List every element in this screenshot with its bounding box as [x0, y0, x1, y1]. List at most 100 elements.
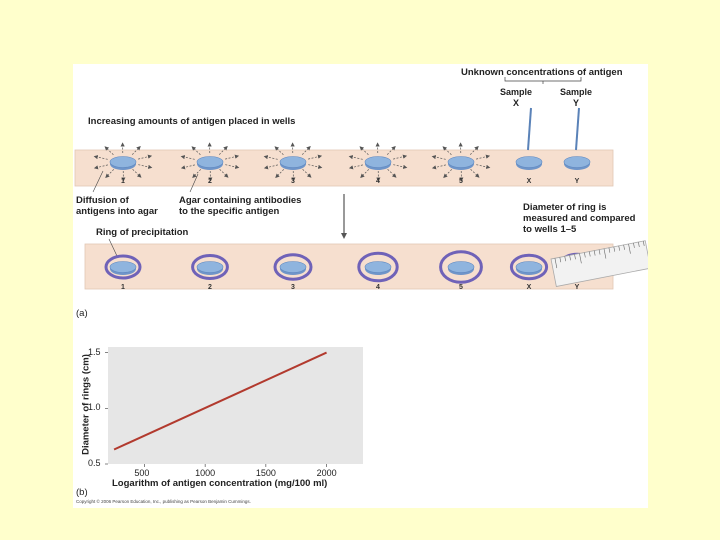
diffusion-arrow	[131, 145, 141, 155]
top-wells	[93, 107, 591, 182]
y-tick-label: 1.5	[88, 346, 101, 357]
copyright: Copyright © 2006 Pearson Education, Inc.…	[76, 499, 251, 504]
diffusion-arrow	[138, 164, 153, 169]
diffusion-arrow	[393, 164, 408, 169]
diffusion-arrow	[132, 168, 142, 178]
diffusion-arrow	[348, 155, 363, 160]
precipitation-ring-4	[357, 251, 399, 283]
diffusion-label: Diffusion of antigens into agar	[76, 195, 158, 217]
diffusion-arrow	[263, 155, 278, 160]
sample-bracket	[504, 77, 582, 84]
x-tick-label: 2000	[316, 468, 337, 478]
increasing-title: Increasing amounts of antigen placed in …	[88, 116, 296, 127]
x-tick-label: 500	[134, 468, 150, 478]
agar-leader	[189, 173, 199, 193]
diffusion-arrow	[360, 169, 370, 179]
well-1-top	[109, 156, 137, 168]
bottom-well-number-4: 4	[376, 284, 380, 291]
bottom-well-number-1: 1	[121, 284, 125, 291]
ruler-tick	[569, 255, 571, 261]
ruler-tick	[598, 249, 601, 255]
bottom-well-number-Y: Y	[574, 284, 580, 291]
panel-b-label: (b)	[76, 487, 88, 498]
ruler-tick	[603, 248, 607, 259]
ring-label: Ring of precipitation	[96, 227, 189, 238]
diagram-canvas	[74, 77, 648, 467]
ruler-tick	[593, 250, 596, 256]
plot-area	[108, 347, 363, 464]
diffusion-arrow	[105, 169, 115, 179]
diffusion-arrow	[180, 164, 195, 170]
pipette-y	[575, 107, 580, 151]
diffusion-arrow	[469, 145, 479, 155]
diffusion-arrow	[275, 169, 285, 179]
top-well-number-1: 1	[121, 178, 125, 185]
figure: Unknown concentrations of antigen Sample…	[73, 64, 648, 508]
diffusion-leader	[92, 170, 104, 193]
well-2-top	[196, 261, 224, 273]
diffusion-arrow	[274, 146, 284, 156]
diffusion-arrow	[225, 164, 240, 169]
ruler-tick	[623, 244, 625, 250]
ruler-tick	[574, 254, 576, 260]
diffusion-arrow	[218, 145, 228, 155]
diffusion-arrow	[225, 154, 240, 160]
y-axis-label: Diameter of rings (cm)	[80, 354, 92, 455]
diffusion-arrow	[180, 155, 195, 160]
pipette-x	[527, 107, 532, 151]
ruler-tick	[579, 253, 582, 264]
ruler-tick	[554, 258, 558, 269]
well-X-top	[515, 261, 543, 273]
ruler-tick	[642, 241, 645, 247]
precipitation-ring-X	[509, 253, 549, 281]
series-line	[113, 351, 327, 451]
bottom-well-number-3: 3	[291, 284, 295, 291]
y-tick-label: 0.5	[88, 458, 101, 468]
ruler-tick	[588, 251, 591, 257]
diffusion-arrow	[431, 155, 446, 160]
bottom-well-number-5: 5	[459, 284, 463, 291]
ruler-tick	[638, 241, 640, 247]
well-3-top	[279, 156, 307, 168]
well-Y-top	[563, 156, 591, 168]
bottom-well-number-2: 2	[208, 284, 212, 291]
top-well-number-5: 5	[459, 178, 463, 185]
diffusion-arrow	[387, 168, 397, 178]
ruler-tick	[618, 245, 620, 251]
precipitation-ring-2	[191, 254, 229, 280]
diameter-label: Diameter of ring is measured and compare…	[523, 202, 636, 235]
well-4-top	[364, 156, 392, 168]
diffusion-arrow	[301, 145, 311, 155]
well-1-top	[109, 261, 137, 273]
diffusion-arrow	[308, 164, 323, 169]
diffusion-arrow	[263, 164, 278, 170]
bottom-well-number-X: X	[526, 284, 532, 291]
sample-x-label: Sample X	[500, 87, 533, 108]
x-tick-label: 1000	[195, 468, 216, 478]
diffusion-arrow	[476, 164, 491, 169]
ruler-tick	[608, 247, 611, 253]
well-3-top	[279, 261, 307, 273]
ruler-tick	[584, 252, 586, 258]
diffusion-arrow	[386, 145, 396, 155]
ruler-tick	[564, 256, 566, 262]
x-tick-label: 1500	[255, 468, 276, 478]
well-4-top	[364, 261, 392, 273]
diffusion-arrow	[476, 154, 491, 160]
precipitation-ring-5	[439, 250, 483, 284]
diffusion-arrow	[348, 164, 363, 170]
panel-a-label: (a)	[76, 308, 88, 319]
top-well-number-Y: Y	[574, 178, 580, 185]
diffusion-arrow	[393, 154, 408, 160]
diffusion-arrow	[104, 146, 114, 156]
diffusion-arrow	[219, 168, 229, 178]
unknown-title: Unknown concentrations of antigen	[461, 67, 623, 78]
diffusion-arrow	[93, 155, 108, 160]
diffusion-arrow	[93, 164, 108, 170]
diffusion-arrow	[431, 164, 446, 170]
top-well-number-4: 4	[376, 178, 380, 185]
diffusion-arrow	[138, 154, 153, 160]
chart-b	[105, 347, 363, 467]
agar-label: Agar containing antibodies to the specif…	[179, 195, 302, 217]
ruler-tick	[628, 243, 631, 254]
